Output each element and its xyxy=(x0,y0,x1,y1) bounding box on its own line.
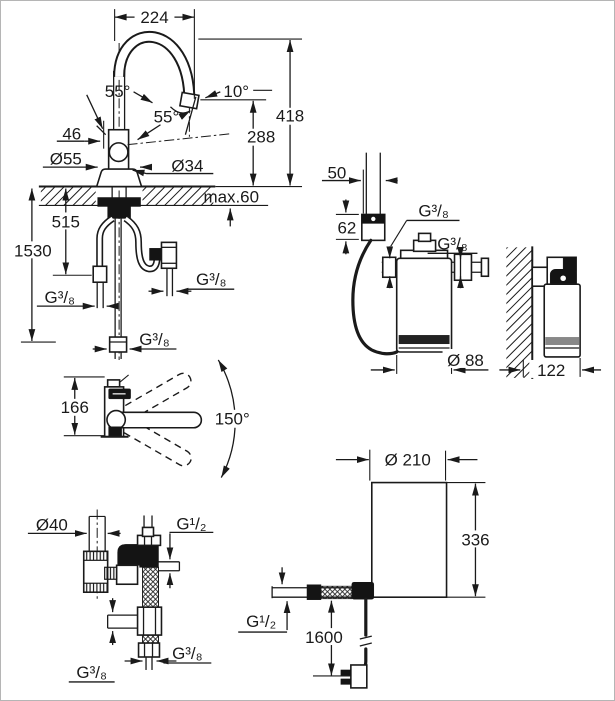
pipe-nut xyxy=(306,584,322,600)
wall-hatch xyxy=(506,247,533,378)
braided-hose-lower xyxy=(142,634,159,644)
dim-swivel-range: 150° xyxy=(215,410,250,429)
elbow-fitting xyxy=(117,544,140,566)
base-ring xyxy=(97,197,141,207)
cold-hose-nut xyxy=(92,265,108,284)
label-conn-center: G³/₈ xyxy=(139,330,170,349)
valve-elbow xyxy=(149,248,163,261)
label-conn-supply: G¹/₂ xyxy=(176,514,206,533)
label-conn-left: G³/₈ xyxy=(45,288,76,307)
dim-bottle-dia: Ø 88 xyxy=(447,351,484,370)
faucet-top-view: 166 150° xyxy=(55,359,256,478)
dim-spout-width: 224 xyxy=(140,8,168,27)
dim-cable-length: 1600 xyxy=(305,628,343,647)
pipe-elbow xyxy=(351,581,375,600)
tee-fitting xyxy=(136,606,163,636)
dim-lever-offset: 46 xyxy=(62,125,81,144)
dim-boiler-height: 336 xyxy=(461,530,489,549)
label-conn-stub: G³/₈ xyxy=(76,663,107,682)
mounting-nut xyxy=(107,206,131,219)
dim-head-height: 62 xyxy=(337,218,356,237)
hose-end-nut xyxy=(137,642,161,658)
side-filter-bottle xyxy=(543,283,581,358)
sensor-cable xyxy=(351,238,399,356)
valve-assembly-view: Ø40 G¹/₂ G³/₈ G³/₈ xyxy=(27,509,214,683)
handle-knob xyxy=(104,566,118,580)
dim-body-dia: Ø34 xyxy=(171,157,203,176)
dim-pipe-dia: Ø40 xyxy=(36,515,68,534)
dim-conn-depth: 515 xyxy=(52,212,80,231)
pipe-braid xyxy=(320,585,353,600)
center-hose-fitting xyxy=(108,336,128,353)
supply-hoses xyxy=(92,215,178,359)
spout-nozzle xyxy=(178,91,200,110)
dim-boiler-dia: Ø 210 xyxy=(385,451,431,470)
spout xyxy=(113,30,200,135)
faucet-dimensions xyxy=(11,8,309,353)
countertop-hatch-right xyxy=(142,186,214,206)
braided-hose-upper xyxy=(142,566,159,608)
label-port-in: G³/₈ xyxy=(418,201,449,220)
faucet-body xyxy=(95,70,143,219)
power-cable xyxy=(340,597,372,689)
outlet-valve xyxy=(453,253,473,282)
dim-height-total: 418 xyxy=(276,107,304,126)
dim-height-outlet: 288 xyxy=(247,128,275,147)
filter-wall-view xyxy=(499,246,602,379)
dim-hose-length: 1530 xyxy=(14,241,52,260)
dim-lever-angle-left: 55° xyxy=(105,82,131,101)
countertop-hatch-left xyxy=(40,186,96,206)
dim-wall-depth: 122 xyxy=(537,361,565,380)
dim-top-depth: 166 xyxy=(61,398,89,417)
boiler-body xyxy=(370,481,448,598)
label-conn-right: G³/₈ xyxy=(196,270,227,289)
faucet-side-view: 224 55° 55° 10° 418 288 46 Ø55 Ø34 max.6… xyxy=(11,8,309,360)
dim-deck-thickness: max.60 xyxy=(203,187,259,206)
wall-bracket xyxy=(531,266,550,288)
dim-outlet-angle: 10° xyxy=(223,82,249,101)
boiler-view: Ø 210 336 G¹/₂ 1600 xyxy=(238,449,495,689)
filter-unit-view: 50 62 G³/₈ G³/₈ Ø 88 122 xyxy=(321,152,602,380)
dim-base-dia: Ø55 xyxy=(50,150,82,169)
valve-housing xyxy=(115,564,139,586)
inlet-port xyxy=(381,256,397,279)
label-boiler-conn: G¹/₂ xyxy=(246,612,276,631)
label-conn-hose: G³/₈ xyxy=(172,644,203,663)
body-ring xyxy=(108,142,129,163)
escutcheon xyxy=(95,168,143,188)
label-port-out: G³/₈ xyxy=(437,234,468,253)
power-plug xyxy=(350,664,368,689)
check-valve xyxy=(160,241,178,270)
dim-lever-angle-right: 55° xyxy=(154,108,180,127)
dim-head-offset: 50 xyxy=(327,164,346,183)
filter-bottle xyxy=(395,257,453,353)
